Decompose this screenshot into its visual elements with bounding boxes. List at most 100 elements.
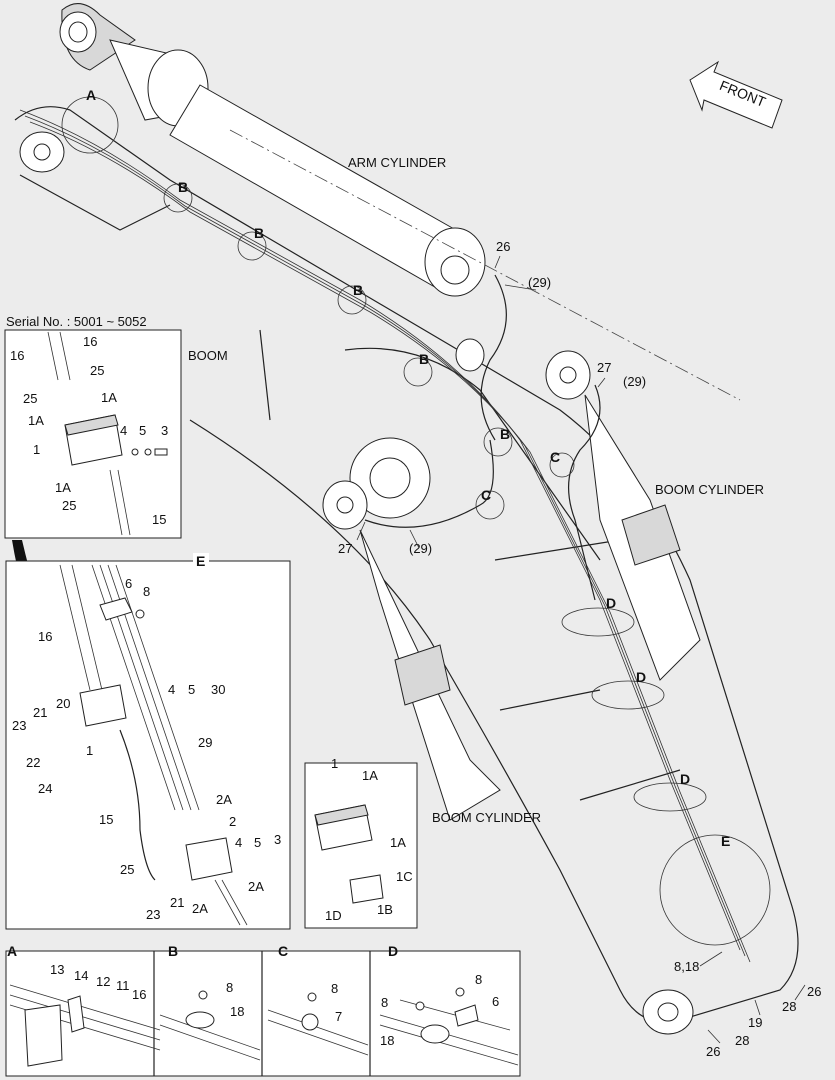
detail-e-20: 20 <box>56 696 70 711</box>
callout-b-2: B <box>254 225 264 241</box>
arm-cylinder <box>59 3 741 401</box>
callout-b-5: B <box>500 426 510 442</box>
part-29-left: (29) <box>409 541 432 556</box>
callout-d-1: D <box>606 595 616 611</box>
detail-1-1c: 1C <box>396 869 413 884</box>
callout-e: E <box>721 833 730 849</box>
part-29-right: (29) <box>623 374 646 389</box>
detail-e-22: 22 <box>26 755 40 770</box>
detail-1: 1 1A 1A 1C 1D 1B <box>304 756 418 929</box>
detail-a-13: 13 <box>50 962 64 977</box>
detail-b-8: 8 <box>226 980 233 995</box>
boom-cylinders <box>322 338 701 821</box>
detail-d-6: 6 <box>492 994 499 1009</box>
detail-e-4: 4 <box>168 682 175 697</box>
detail-a-16: 16 <box>132 987 146 1002</box>
serial-25a: 25 <box>23 391 37 406</box>
detail-e-1: 1 <box>86 743 93 758</box>
serial-16b: 16 <box>83 334 97 349</box>
callout-b-4: B <box>419 351 429 367</box>
detail-e-title: E <box>196 553 205 569</box>
serial-1: 1 <box>33 442 40 457</box>
boom-hoses <box>19 109 751 963</box>
callout-d-3: D <box>680 771 690 787</box>
main-callouts: A B B B B B C C D D D E <box>61 87 771 946</box>
detail-e-4b: 4 <box>235 835 242 850</box>
detail-c-title: C <box>278 943 288 959</box>
detail-e-2a-b: 2A <box>248 879 264 894</box>
detail-a-11: 11 <box>116 978 130 993</box>
serial-16a: 16 <box>10 348 24 363</box>
detail-c-7: 7 <box>335 1009 342 1024</box>
boom-cylinder-upper-label: BOOM CYLINDER <box>655 482 764 497</box>
detail-d-title: D <box>388 943 398 959</box>
part-8-18: 8,18 <box>674 959 699 974</box>
part-26-bottom: 26 <box>706 1044 720 1059</box>
detail-e-5: 5 <box>188 682 195 697</box>
detail-e-2a-a: 2A <box>216 792 232 807</box>
detail-a-14: 14 <box>74 968 88 983</box>
serial-1a-b: 1A <box>101 390 117 405</box>
detail-c-8: 8 <box>331 981 338 996</box>
part-29-top: (29) <box>528 275 551 290</box>
detail-d-8a: 8 <box>475 972 482 987</box>
boom-label: BOOM <box>188 348 228 363</box>
detail-e-2: 2 <box>229 814 236 829</box>
callout-c-1: C <box>481 487 491 503</box>
serial-25c: 25 <box>62 498 76 513</box>
boom-cylinder-lower-label: BOOM CYLINDER <box>432 810 541 825</box>
bottom-details: A 13 14 12 11 16 B 8 18 C 8 7 D 8 8 6 18 <box>5 943 521 1077</box>
detail-e-23b: 23 <box>146 907 160 922</box>
detail-e-29: 29 <box>198 735 212 750</box>
detail-b-title: B <box>168 943 178 959</box>
detail-1-1a-b: 1A <box>390 835 406 850</box>
detail-e-5b: 5 <box>254 835 261 850</box>
detail-a-12: 12 <box>96 974 110 989</box>
callout-a: A <box>86 87 96 103</box>
part-27-left: 27 <box>338 541 352 556</box>
detail-e-3: 3 <box>274 832 281 847</box>
boom-body <box>14 106 799 1035</box>
serial-5: 5 <box>139 423 146 438</box>
callout-b-1: B <box>178 179 188 195</box>
serial-15: 15 <box>152 512 166 527</box>
serial-4: 4 <box>120 423 127 438</box>
detail-e-2a-c: 2A <box>192 901 208 916</box>
detail-b-18: 18 <box>230 1004 244 1019</box>
part-26-right: 26 <box>807 984 821 999</box>
detail-e: E 6 8 16 20 21 23 1 22 24 4 5 30 29 2A 2… <box>5 553 291 930</box>
detail-d-8b: 8 <box>381 995 388 1010</box>
detail-e-6: 6 <box>125 576 132 591</box>
serial-label: Serial No. : 5001 ~ 5052 <box>6 314 147 329</box>
part-27-right: 27 <box>597 360 611 375</box>
part-26-top: 26 <box>496 239 510 254</box>
serial-1a-a: 1A <box>28 413 44 428</box>
detail-e-24: 24 <box>38 781 52 796</box>
part-28-bottom: 28 <box>735 1033 749 1048</box>
detail-e-25: 25 <box>120 862 134 877</box>
detail-e-15: 15 <box>99 812 113 827</box>
detail-e-23a: 23 <box>12 718 26 733</box>
detail-1-1: 1 <box>331 756 338 771</box>
detail-e-21b: 21 <box>170 895 184 910</box>
serial-25b: 25 <box>90 363 104 378</box>
detail-1-1a-a: 1A <box>362 768 378 783</box>
serial-1a-c: 1A <box>55 480 71 495</box>
arm-cylinder-label: ARM CYLINDER <box>348 155 446 170</box>
detail-a-title: A <box>7 943 17 959</box>
main-labels: ARM CYLINDER BOOM BOOM CYLINDER BOOM CYL… <box>188 155 821 1059</box>
serial-3: 3 <box>161 423 168 438</box>
detail-e-8: 8 <box>143 584 150 599</box>
callout-b-3: B <box>353 282 363 298</box>
detail-e-21a: 21 <box>33 705 47 720</box>
part-28-right: 28 <box>782 999 796 1014</box>
part-19: 19 <box>748 1015 762 1030</box>
detail-e-30: 30 <box>211 682 225 697</box>
detail-1-1b: 1B <box>377 902 393 917</box>
front-arrow: FRONT <box>689 60 783 129</box>
detail-e-16: 16 <box>38 629 52 644</box>
callout-d-2: D <box>636 669 646 685</box>
callout-c-2: C <box>550 449 560 465</box>
